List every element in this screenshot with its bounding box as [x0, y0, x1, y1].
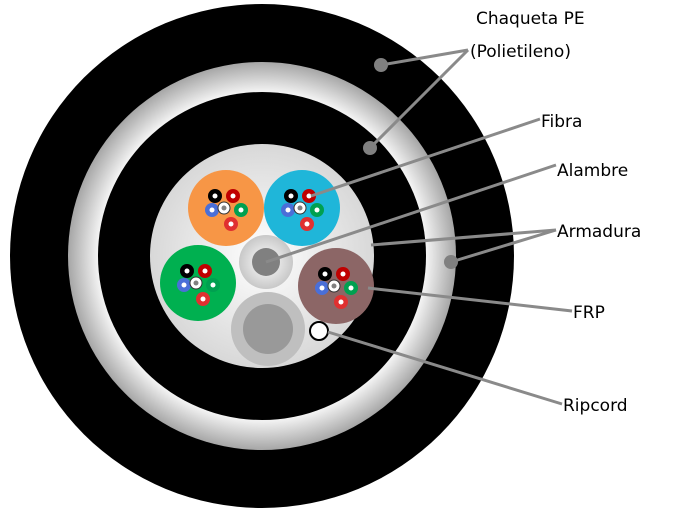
fiber-core-2-5 [193, 280, 199, 286]
fiber-core-2-3 [200, 296, 206, 302]
frp-core [243, 304, 293, 354]
fiber-core-1-5 [297, 205, 303, 211]
fiber-core-3-3 [338, 299, 344, 305]
leader-fibra [310, 117, 541, 198]
fiber-core-2-4 [181, 282, 187, 288]
leader-dots [363, 58, 458, 269]
fiber-core-0-3 [228, 221, 234, 227]
ripcord [309, 321, 329, 341]
fiber-core-0-1 [230, 193, 236, 199]
dot-jacket-inner [363, 141, 377, 155]
fiber-core-3-2 [348, 285, 354, 291]
leader-jacket-2 [368, 48, 470, 150]
fiber-core-1-0 [288, 193, 294, 199]
fiber-core-3-4 [319, 285, 325, 291]
label-frp: FRP [573, 303, 605, 323]
fiber-core-0-5 [221, 205, 227, 211]
fiber-core-0-0 [212, 193, 218, 199]
leader-alambre [265, 163, 557, 264]
fiber-core-2-2 [210, 282, 216, 288]
fiber-core-1-1 [306, 193, 312, 199]
fiber-core-1-2 [314, 207, 320, 213]
leader-armadura-1 [370, 228, 557, 247]
leader-jacket-1 [380, 48, 469, 67]
fiber-core-2-1 [202, 268, 208, 274]
fiber-core-1-4 [285, 207, 291, 213]
dot-armadura [444, 255, 458, 269]
label-alambre: Alambre [557, 161, 628, 181]
label-jacket-line2: (Polietileno) [470, 42, 571, 62]
fiber-core-3-1 [340, 271, 346, 277]
leader-armadura-2 [450, 228, 557, 264]
fiber-core-3-5 [331, 283, 337, 289]
label-fibra: Fibra [541, 112, 582, 132]
fibers-group [177, 189, 358, 309]
fiber-core-2-0 [184, 268, 190, 274]
label-ripcord: Ripcord [563, 396, 628, 416]
dot-jacket-outer [374, 58, 388, 72]
fiber-core-0-2 [238, 207, 244, 213]
label-jacket-line1: Chaqueta PE [476, 9, 585, 29]
leader-ripcord [327, 330, 563, 406]
fiber-core-3-0 [322, 271, 328, 277]
fiber-core-0-4 [209, 207, 215, 213]
leader-frp [367, 286, 573, 313]
fiber-core-1-3 [304, 221, 310, 227]
label-armadura: Armadura [557, 222, 641, 242]
leader-lines [265, 48, 573, 406]
